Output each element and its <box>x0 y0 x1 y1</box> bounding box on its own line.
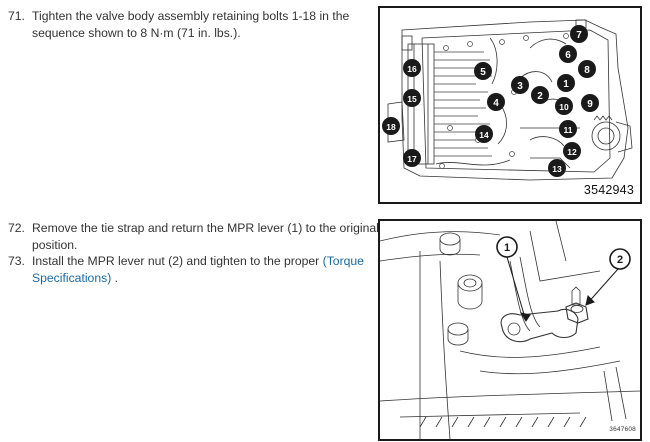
bolt-callout-17: 17 <box>403 149 421 167</box>
step-71: 71. Tighten the valve body assembly retai… <box>8 8 370 42</box>
svg-text:3: 3 <box>517 81 523 92</box>
svg-text:18: 18 <box>386 122 396 132</box>
valve-body-bolt-sequence-figure: 1 2 3 4 5 6 7 8 9 10 11 12 13 14 15 16 1… <box>378 6 642 204</box>
bolt-callout-1: 1 <box>557 74 575 92</box>
bolt-callout-2: 2 <box>531 86 549 104</box>
bolt-callout-18: 18 <box>382 117 400 135</box>
callout-mpr-lever-nut: 2 <box>609 248 631 270</box>
svg-text:2: 2 <box>537 91 543 102</box>
mpr-lever-figure: 1 2 3647608 <box>378 219 642 441</box>
step-text-continued: position. <box>32 238 78 252</box>
step-number: 72. <box>8 221 25 235</box>
svg-text:2: 2 <box>617 254 623 266</box>
svg-text:14: 14 <box>479 130 489 140</box>
bolt-callout-15: 15 <box>403 89 421 107</box>
bolt-callout-11: 11 <box>559 120 577 138</box>
bolt-callout-3: 3 <box>511 76 529 94</box>
svg-text:4: 4 <box>493 98 499 109</box>
figure-id: 3647608 <box>609 426 636 433</box>
torque-specifications-link[interactable]: (Torque <box>322 254 364 268</box>
step-text-continued: . <box>111 271 119 285</box>
figure-id: 3542943 <box>583 183 634 197</box>
bolt-callout-8: 8 <box>578 60 596 78</box>
step-number: 73. <box>8 254 25 268</box>
bolt-callout-6: 6 <box>559 45 577 63</box>
bolt-callout-9: 9 <box>581 94 599 112</box>
step-number: 71. <box>8 9 25 23</box>
step-72: 72. Remove the tie strap and return the M… <box>8 220 379 254</box>
valve-body-illustration: 1 2 3 4 5 6 7 8 9 10 11 12 13 14 15 16 1… <box>382 19 633 181</box>
svg-text:7: 7 <box>576 30 582 41</box>
step-text: Tighten the valve body assembly retainin… <box>32 9 350 23</box>
svg-text:9: 9 <box>587 99 593 110</box>
bolt-callout-10: 10 <box>555 97 573 115</box>
bolt-callout-7: 7 <box>570 25 588 43</box>
svg-text:5: 5 <box>480 67 486 78</box>
torque-specifications-link-continued[interactable]: Specifications) <box>32 271 112 285</box>
svg-text:6: 6 <box>565 50 571 61</box>
bolt-callout-12: 12 <box>563 142 581 160</box>
mpr-lever-illustration: 1 2 <box>380 221 640 439</box>
step-text: Remove the tie strap and return the MPR … <box>32 221 379 235</box>
svg-text:16: 16 <box>407 64 417 74</box>
svg-text:11: 11 <box>564 125 573 135</box>
svg-text:17: 17 <box>407 154 417 164</box>
svg-text:15: 15 <box>407 94 417 104</box>
step-text: Install the MPR lever nut (2) and tighte… <box>32 254 323 268</box>
svg-text:12: 12 <box>567 147 577 157</box>
bolt-callout-14: 14 <box>475 125 493 143</box>
bolt-callout-4: 4 <box>487 93 505 111</box>
svg-text:8: 8 <box>584 65 590 76</box>
svg-text:1: 1 <box>563 79 569 90</box>
svg-text:1: 1 <box>504 242 510 254</box>
svg-text:13: 13 <box>552 164 562 174</box>
bolt-callout-16: 16 <box>403 59 421 77</box>
svg-text:10: 10 <box>559 102 569 112</box>
callout-mpr-lever: 1 <box>496 236 518 258</box>
step-text-continued: sequence shown to 8 N·m (71 in. lbs.). <box>32 26 241 40</box>
step-73: 73. Install the MPR lever nut (2) and tig… <box>8 253 370 287</box>
bolt-callout-13: 13 <box>548 159 566 177</box>
bolt-callout-5: 5 <box>474 62 492 80</box>
